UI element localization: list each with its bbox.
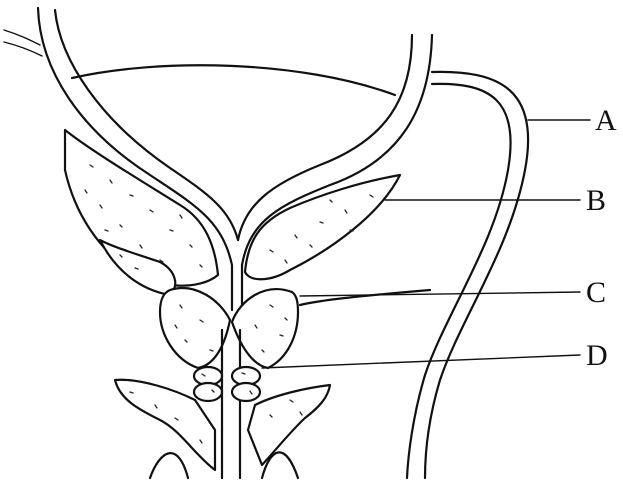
ejaculatory-duct xyxy=(300,290,430,305)
prostate-left-lobe xyxy=(160,288,230,368)
label-c: C xyxy=(586,278,606,308)
label-d: D xyxy=(586,341,608,371)
vas-deferens-inner xyxy=(407,84,511,478)
leader-line-d xyxy=(262,355,580,368)
leader-line-c xyxy=(300,292,580,296)
pelvic-base-right xyxy=(248,385,330,465)
label-a: A xyxy=(595,106,617,136)
bulbourethral-glands xyxy=(194,367,260,401)
right-seminal-vesicle xyxy=(245,175,400,279)
penile-base-curves xyxy=(150,452,298,478)
vas-deferens-outer xyxy=(425,72,528,478)
label-b: B xyxy=(586,186,606,216)
left-ureter-stub xyxy=(4,30,42,56)
bladder-outline xyxy=(72,65,395,95)
